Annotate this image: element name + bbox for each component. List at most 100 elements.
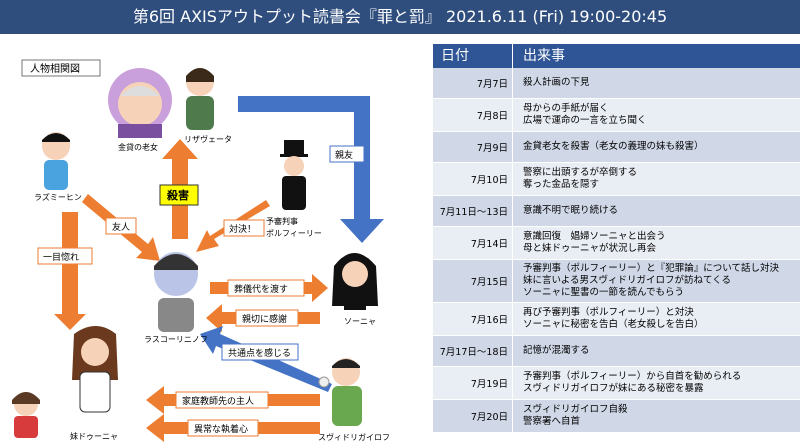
event-line: 意識不明で眠り続ける [523,205,619,216]
svidrigailov-illustration [318,358,362,426]
common-label: 共通点を感じる [228,347,291,359]
date-cell: 7月15日 [433,260,513,302]
event-line: 広場で運命の一言を立ち聞く [523,115,647,126]
date-cell: 7月17日～18日 [433,336,513,366]
love-label-box [37,247,93,265]
razumikhin-label: ラズミーヒン [34,192,82,202]
event-cell: 予審判事（ポルフィーリー）から自首を勧められるスヴィドリガイロフが妹にある秘密を… [513,367,800,399]
event-line: 母と妹ドゥーニャが状況し再会 [523,243,657,254]
event-line: 妹に言いよる男スヴィドリガイロフが訪ねてくる [523,275,732,286]
lizaveta-label: リザヴェータ [184,134,232,144]
event-line: 奪った金品を隠す [523,179,600,190]
event-cell: スヴィドリガイロフ自殺警察署へ自首 [513,400,800,432]
obsession-label: 異常な執着心 [194,423,248,435]
event-line: ソーニャに聖書の一節を読んでもらう [523,287,685,298]
judge-label-line1: 予審判事 [266,216,298,226]
event-cell: 予審判事（ポルフィーリー）と『犯罪論』について話し対決妹に言いよる男スヴィドリガ… [513,260,800,302]
tutor-label-box [175,391,269,409]
sonya-label: ソーニャ [344,317,376,326]
table-row: 7月20日スヴィドリガイロフ自殺警察署へ自首 [433,400,800,433]
event-line: 予審判事（ポルフィーリー）から自首を勧められる [523,371,742,382]
table-row: 7月8日母からの手紙が届く広場で運命の一言を立ち聞く [433,99,800,132]
table-row: 7月16日再び予審判事（ポルフィーリー）と対決ソーニャに秘密を告白（老女殺しを告… [433,303,800,336]
kindness-label: 親切に感謝 [242,313,287,325]
table-row: 7月9日金貸老女を殺害（老女の義理の妹も殺害） [433,132,800,163]
table-row: 7月17日～18日記憶が混濁する [433,336,800,367]
date-cell: 7月20日 [433,400,513,432]
murder-label-box [159,184,199,206]
date-cell: 7月9日 [433,132,513,162]
date-cell: 7月16日 [433,303,513,335]
bestfriend-label: 親友 [335,149,353,161]
date-cell: 7月19日 [433,367,513,399]
table-row: 7月15日予審判事（ポルフィーリー）と『犯罪論』について話し対決妹に言いよる男ス… [433,260,800,303]
tutor-label: 家庭教師先の主人 [182,395,254,407]
raskolnikov-label: ラスコーリニノフ [144,335,208,344]
table-row: 7月14日意識回復 娼婦ソーニャと出会う母と妹ドゥーニャが状況し再会 [433,227,800,260]
mother-illustration [12,392,40,438]
page-title: 第6回 AXISアウトプット読書会『罪と罰』 2021.6.11 (Fri) 1… [0,0,800,34]
relationship-diagram-canvas: 人物相関図 親友 殺害 友人 対決！ 一目惚れ 葬儀代を渡す 親切に感謝 共通点… [12,59,390,442]
event-line: 予審判事（ポルフィーリー）と『犯罪論』について話し対決 [523,263,780,274]
confront-label: 対決！ [229,223,256,235]
date-column-header: 日付 [433,44,513,68]
dounia-label: 妹ドゥーニャ [70,431,118,441]
timeline-header: 日付 出来事 [433,44,800,68]
friend-label-box [105,217,137,235]
event-line: 再び予審判事（ポルフィーリー）と対決 [523,307,694,318]
old-woman-label: 金貸の老女 [118,142,158,152]
event-cell: 意識不明で眠り続ける [513,196,800,226]
event-line: 殺人計画の下見 [523,77,590,88]
old-woman-illustration [108,68,172,138]
raskolnikov-illustration [154,252,198,332]
obsession-label-box [187,419,259,437]
sonya-illustration [332,253,378,310]
event-cell: 警察に出頭するが卒倒する奪った金品を隠す [513,163,800,195]
event-cell: 意識回復 娼婦ソーニャと出会う母と妹ドゥーニャが状況し再会 [513,227,800,259]
event-cell: 殺人計画の下見 [513,68,800,98]
svidrigailov-label: スヴィドリガイロフ [318,432,390,442]
event-cell: 母からの手紙が届く広場で運命の一言を立ち聞く [513,99,800,131]
event-line: ソーニャに秘密を告白（老女殺しを告白） [523,319,704,330]
table-row: 7月10日警察に出頭するが卒倒する奪った金品を隠す [433,163,800,196]
bestfriend-label-box [329,145,365,163]
table-row: 7月7日殺人計画の下見 [433,68,800,99]
event-line: 母からの手紙が届く [523,103,609,114]
event-line: スヴィドリガイロフが妹にある秘密を暴露 [523,383,704,394]
friend-label: 友人 [112,221,130,233]
event-line: 警察署へ自首 [523,416,581,427]
razumikhin-illustration [42,132,70,190]
event-cell: 記憶が混濁する [513,336,800,366]
event-line: 記憶が混濁する [523,345,590,356]
event-cell: 再び予審判事（ポルフィーリー）と対決ソーニャに秘密を告白（老女殺しを告白） [513,303,800,335]
date-cell: 7月7日 [433,68,513,98]
date-cell: 7月10日 [433,163,513,195]
event-line: 金貸老女を殺害（老女の義理の妹も殺害） [523,141,704,152]
event-line: 警察に出頭するが卒倒する [523,167,638,178]
event-cell: 金貸老女を殺害（老女の義理の妹も殺害） [513,132,800,162]
funeral-label: 葬儀代を渡す [234,283,288,295]
table-row: 7月19日予審判事（ポルフィーリー）から自首を勧められるスヴィドリガイロフが妹に… [433,367,800,400]
confront-label-box [223,219,265,237]
funeral-label-box [227,279,305,297]
relationship-diagram: 人物相関図 親友 殺害 友人 対決！ 一目惚れ 葬儀代を渡す 親切に感謝 共通点… [0,34,425,442]
lizaveta-illustration [186,68,214,130]
love-arrow [54,212,86,330]
murder-label: 殺害 [166,188,189,202]
diagram-title: 人物相関図 [30,62,80,75]
date-cell: 7月8日 [433,99,513,131]
judge-label-line2: ポルフィーリー [266,229,322,238]
event-column-header: 出来事 [523,48,565,64]
event-line: スヴィドリガイロフ自殺 [523,404,628,415]
diagram-title-box [21,59,101,77]
judge-illustration [280,140,308,210]
love-label: 一目惚れ [43,251,79,263]
common-label-box [221,343,299,361]
event-line: 意識回復 娼婦ソーニャと出会う [523,231,666,242]
date-cell: 7月14日 [433,227,513,259]
table-row: 7月11日～13日意識不明で眠り続ける [433,196,800,227]
date-cell: 7月11日～13日 [433,196,513,226]
kindness-label-box [235,309,299,327]
